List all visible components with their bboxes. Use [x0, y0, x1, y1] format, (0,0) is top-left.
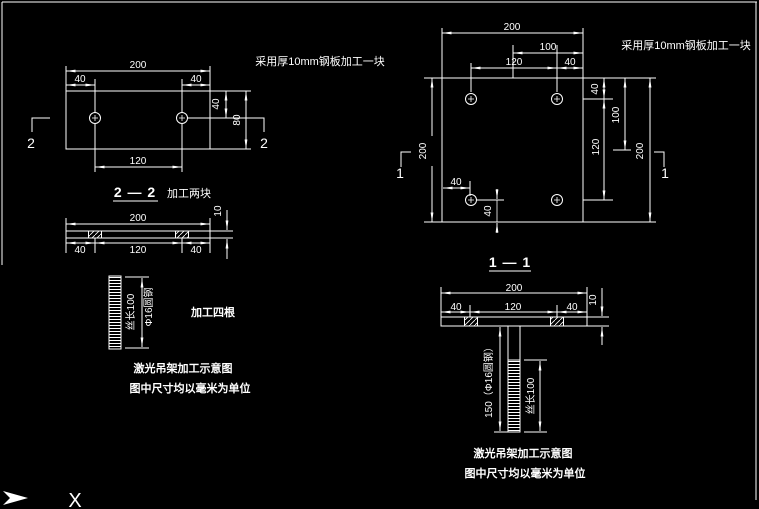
dim-label: 40 — [483, 205, 494, 217]
dim-label: 10 — [588, 294, 599, 306]
rod-length-label: 150（Φ16圆钢） — [482, 342, 495, 418]
dim-label: 120 — [130, 156, 147, 167]
dim-label: 40 — [211, 98, 222, 110]
dim-label: 200 — [130, 60, 147, 71]
dim-label: 80 — [232, 114, 243, 126]
dim-label: 200 — [418, 142, 429, 159]
plate-b-holes — [465, 93, 563, 206]
section-1-1-drawing: 1 — 1 200 40 120 40 10 150（Φ16圆钢） 丝长100 — [440, 254, 609, 433]
dim-label: 40 — [450, 302, 462, 313]
plate-b-note: 采用厚10mm钢板加工一块 — [621, 38, 751, 52]
dim-label: 40 — [450, 177, 462, 188]
section-mark-label: 2 — [27, 135, 35, 151]
dim-label: 200 — [504, 22, 521, 33]
plate-a-outline — [65, 90, 211, 150]
dim-label: 200 — [506, 283, 523, 294]
dim-label: 200 — [130, 213, 147, 224]
dim-label: 100 — [611, 106, 622, 123]
dim-label: 40 — [564, 57, 576, 68]
hanger-rod-thread — [507, 359, 521, 433]
dim-label: 40 — [566, 302, 578, 313]
dim-label: 100 — [540, 42, 557, 53]
section-2-2-plate — [65, 230, 211, 239]
plate-b-drawing: 200 100 120 40 40 100 120 200 200 40 40 … — [396, 22, 751, 233]
section-title: 1 — 1 — [489, 254, 531, 270]
dim-label: 10 — [213, 205, 224, 217]
dim-label: 丝长100 — [125, 293, 137, 330]
section-mark-label: 1 — [661, 165, 669, 181]
plate-a-hole-right — [176, 112, 188, 124]
dim-label: 40 — [74, 74, 86, 85]
dim-label: 40 — [190, 74, 202, 85]
threaded-rod — [108, 275, 122, 350]
section-1-cut-right — [654, 151, 665, 167]
dim-label: 40 — [74, 245, 86, 256]
section-note: 加工两块 — [167, 187, 211, 200]
drawing-area-border — [1, 1, 757, 500]
section-1-cut-left — [400, 151, 411, 167]
dim-label: 40 — [190, 245, 202, 256]
dim-label: 120 — [591, 138, 602, 155]
plate-a-hole-left — [89, 112, 101, 124]
section-mark-label: 2 — [260, 135, 268, 151]
section-title: 2 — 2 — [114, 184, 156, 200]
plate-b-outline — [441, 77, 584, 223]
caption-right: 激光吊架加工示意图 图中尺寸均以毫米为单位 — [465, 446, 586, 480]
caption-line2: 图中尺寸均以毫米为单位 — [465, 466, 586, 480]
section-1-1-plate — [440, 316, 588, 327]
dim-label: 120 — [506, 57, 523, 68]
dim-label: 120 — [130, 245, 147, 256]
ucs-x-axis-label: X — [68, 490, 81, 509]
caption-line2: 图中尺寸均以毫米为单位 — [130, 381, 251, 395]
rod-diameter-label: Φ16圆钢 — [142, 287, 155, 326]
rod-count-note: 加工四根 — [190, 305, 236, 319]
section-2-cut-left — [31, 117, 50, 132]
section-2-cut-right — [250, 117, 265, 132]
caption-line1: 激光吊架加工示意图 — [474, 446, 573, 460]
rod-four-drawing: 丝长100 Φ16圆钢 加工四根 — [108, 275, 236, 350]
plate-a-note: 采用厚10mm钢板加工一块 — [255, 54, 385, 68]
dim-label: 120 — [505, 302, 522, 313]
dim-label: 200 — [635, 142, 646, 159]
caption-left: 激光吊架加工示意图 图中尺寸均以毫米为单位 — [130, 361, 251, 395]
plate-a-drawing: 200 40 40 40 80 120 2 2 采用厚10mm钢板加工一块 — [27, 54, 385, 172]
caption-line1: 激光吊架加工示意图 — [134, 361, 233, 375]
dim-label: 丝长100 — [525, 377, 537, 414]
ucs-icon: X — [3, 490, 82, 509]
dim-label: 40 — [590, 83, 601, 95]
ucs-arrow-icon — [3, 491, 28, 505]
section-2-2-drawing: 2 — 2 加工两块 200 40 120 40 10 — [65, 184, 233, 259]
section-mark-label: 1 — [396, 165, 404, 181]
